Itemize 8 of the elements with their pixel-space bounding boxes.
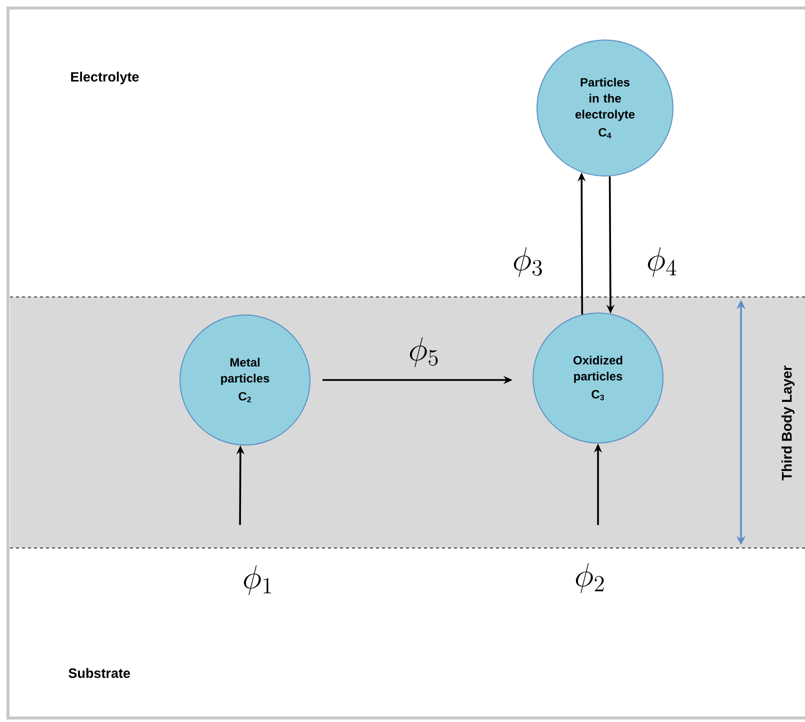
- flux-label: $\phi_2$: [576, 563, 604, 594]
- flux-label: $\phi_4$: [648, 247, 676, 278]
- flux-label: $\phi_3$: [514, 247, 542, 278]
- flux-label: $\phi_5$: [410, 337, 438, 368]
- region-label: Electrolyte: [71, 72, 139, 84]
- flux-label: $\phi_1$: [244, 565, 272, 596]
- region-label: Substrate: [68, 668, 130, 678]
- region-label: Third Body Layer: [781, 366, 795, 480]
